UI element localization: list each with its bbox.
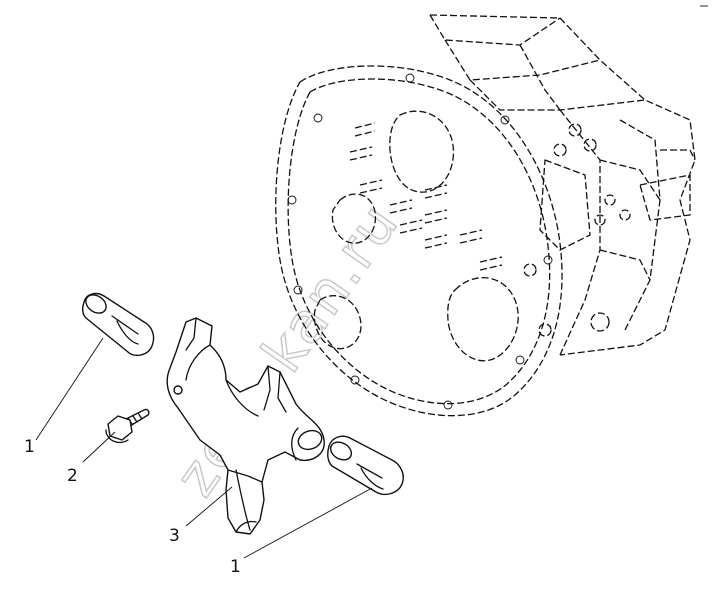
callout-2: 2 [67, 466, 78, 486]
pin-upper [81, 292, 155, 357]
gearbox-housing [275, 14, 696, 417]
callout-1-lower: 1 [230, 557, 241, 577]
callout-3: 3 [169, 526, 180, 546]
pin-lower [327, 435, 404, 496]
leader-lines [35, 337, 373, 559]
callout-1-upper: 1 [24, 437, 35, 457]
shift-fork [166, 317, 325, 535]
bolt [105, 408, 150, 444]
studs [349, 122, 503, 271]
